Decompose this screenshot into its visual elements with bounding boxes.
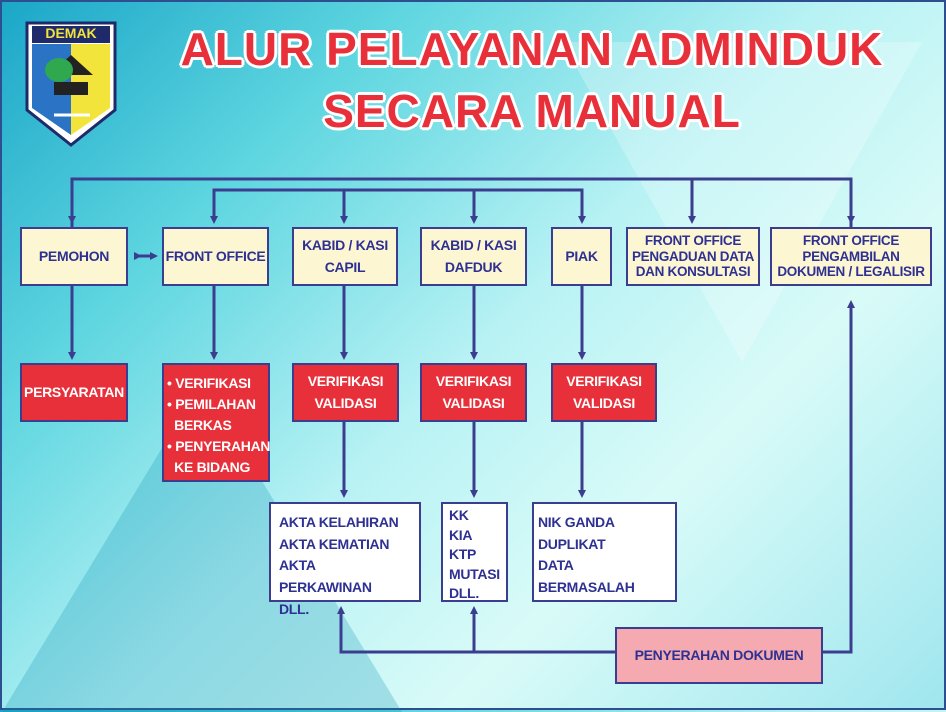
label: VALIDASI [573,394,635,411]
front-office-box: FRONT OFFICE [162,227,269,286]
label: DAFDUK [444,258,503,275]
list-item: KTP [449,546,477,563]
piak-verifikasi-box: VERIFIKASI VALIDASI [551,363,657,422]
label: PENGADUAN DATA [631,248,755,264]
capil-docs-box: AKTA KELAHIRAN AKTA KEMATIAN AKTA PERKAWIN… [269,502,421,617]
list-item: • VERIFIKASI [167,375,251,391]
outer-connector [70,177,853,227]
label: FRONT OFFICE [802,233,900,249]
label: DOKUMEN / LEGALISIR [777,264,925,280]
list-item: AKTA KEMATIAN [279,535,390,552]
list-item: KIA [449,526,473,543]
list-item: DATA BERMASALAH [538,557,635,596]
label: CAPIL [324,258,366,275]
list-item: • PEMILAHAN [167,396,256,412]
logo-text: DEMAK [45,25,97,41]
label: VERIFIKASI [435,373,512,389]
list-item: • PENYERAHAN [167,438,271,454]
list-item: BERKAS [167,417,232,433]
label: FRONT OFFICE [644,233,742,249]
demak-logo: DEMAK [24,20,118,148]
list-item: DLL. [449,585,479,602]
label: VERIFIKASI [307,373,384,389]
piak-box: PIAK [551,227,612,286]
capil-verifikasi-box: VERIFIKASI VALIDASI [292,363,399,422]
list-item: DUPLIKAT [538,535,606,552]
list-item: KE BIDANG [167,459,251,475]
label: KABID / KASI [430,237,517,253]
penyerahan-dokumen-box: PENYERAHAN DOKUMEN [615,627,823,684]
label: PENGAMBILAN [802,248,900,264]
list-item: KK [449,507,469,523]
list-item: NIK GANDA [538,514,615,530]
label: KABID / KASI [302,237,388,253]
fo-task-list: • VERIFIKASI • PEMILAHAN BERKAS • PENYERAH… [167,373,271,478]
dafduk-verifikasi-box: VERIFIKASI VALIDASI [420,363,527,422]
label: DAN KONSULTASI [635,264,751,280]
kabid-capil-box: KABID / KASI CAPIL [292,227,398,286]
dafduk-docs-box: KK KIA KTP MUTASI DLL. [441,502,508,602]
page-title-line1: ALUR PELAYANAN ADMINDUK [180,23,884,75]
background-decoration [562,42,922,362]
list-item: AKTA PERKAWINAN [279,557,372,596]
pemohon-box: PEMOHON [20,227,128,286]
piak-docs-box: NIK GANDA DUPLIKAT DATA BERMASALAH [532,502,677,602]
label: VALIDASI [314,394,377,411]
label: VERIFIKASI [566,373,642,389]
kabid-dafduk-box: KABID / KASI DAFDUK [420,227,527,286]
fo-tasks-box: • VERIFIKASI • PEMILAHAN BERKAS • PENYERAH… [162,363,271,482]
list-item: AKTA KELAHIRAN [279,514,399,530]
inner-connector [212,188,584,220]
list-item: DLL. [279,600,309,617]
page-title-line2: SECARA MANUAL [323,85,741,137]
list-item: MUTASI [449,565,500,582]
label: VALIDASI [442,394,505,411]
persyaratan-box: PERSYARATAN [20,363,128,422]
